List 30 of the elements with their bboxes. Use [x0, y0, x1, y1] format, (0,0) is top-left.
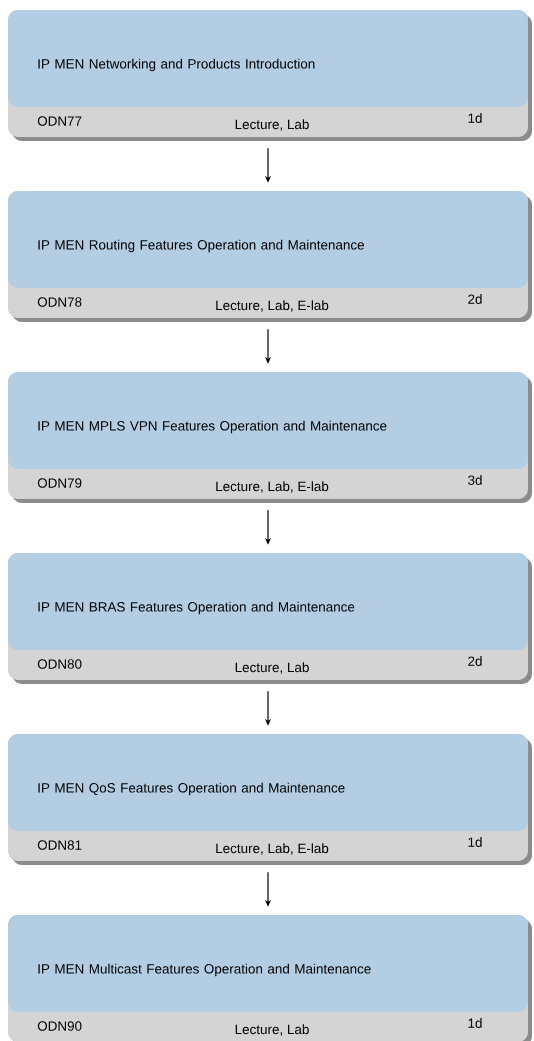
delivery-method: Lecture, Lab, E-lab — [216, 843, 329, 855]
course-duration: 3d — [468, 475, 482, 485]
course-code: ODN78 — [37, 297, 82, 307]
course-duration: 2d — [468, 294, 482, 304]
course-card — [8, 372, 532, 503]
course-title: IP MEN BRAS Features Operation and Maintenance — [38, 601, 355, 615]
course-duration: 1d — [468, 1018, 482, 1028]
course-title: IP MEN Networking and Products Introduction — [38, 58, 315, 72]
course-code: ODN81 — [37, 840, 82, 850]
course-title: IP MEN QoS Features Operation and Maintenance — [38, 782, 345, 796]
course-card — [8, 191, 532, 322]
course-card — [8, 915, 532, 1041]
delivery-method: Lecture, Lab — [235, 119, 309, 131]
course-card — [8, 734, 532, 865]
delivery-method: Lecture, Lab, E-lab — [216, 300, 329, 312]
course-title: IP MEN MPLS VPN Features Operation and Maintenance — [38, 420, 387, 434]
course-title: IP MEN Routing Features Operation and Maintenance — [38, 239, 364, 253]
course-duration: 1d — [468, 837, 482, 847]
course-card — [8, 553, 532, 684]
course-code: ODN80 — [37, 659, 82, 669]
delivery-method: Lecture, Lab — [235, 662, 309, 674]
course-title: IP MEN Multicast Features Operation and Maintenance — [38, 963, 371, 977]
course-duration: 1d — [468, 113, 482, 123]
course-card — [8, 10, 532, 141]
course-duration: 2d — [468, 656, 482, 666]
course-code: ODN77 — [37, 116, 82, 126]
course-code: ODN79 — [37, 478, 82, 488]
delivery-method: Lecture, Lab, E-lab — [216, 481, 329, 493]
course-code: ODN90 — [37, 1021, 82, 1031]
delivery-method: Lecture, Lab — [235, 1024, 309, 1036]
